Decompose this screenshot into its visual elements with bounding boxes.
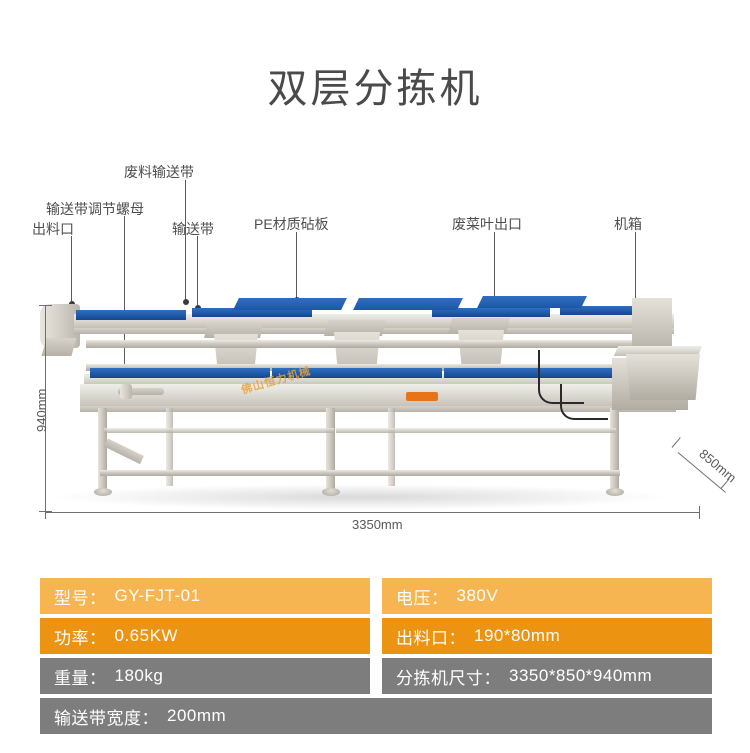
spec-row-4: 输送带宽度： 200mm	[40, 698, 712, 734]
lower-cross-brace	[100, 470, 620, 476]
pe-cutting-board-1	[233, 298, 347, 310]
lower-frame-apron-edge	[80, 406, 676, 412]
machine-leg-1	[98, 408, 107, 492]
dimension-line-length	[45, 512, 700, 513]
conveyor-belt-upper-4	[560, 306, 656, 315]
conveyor-belt-upper-2	[192, 308, 312, 317]
machine-leg-3	[610, 408, 619, 492]
spec-value-model: GY-FJT-01	[114, 586, 201, 605]
dimension-text-length: 3350mm	[352, 517, 403, 532]
spec-cell-voltage: 电压： 380V	[382, 578, 712, 614]
page-title: 双层分拣机	[267, 67, 483, 111]
dimension-text-height: 940mm	[34, 388, 49, 432]
callout-label-waste-conveyor: 废料输送带	[124, 164, 194, 180]
mid-rail-lower	[86, 364, 662, 371]
conveyor-belt-lower-1	[90, 368, 270, 378]
machine-leg-rear-2	[388, 408, 395, 486]
brand-tag	[406, 392, 438, 401]
conveyor-belt-lower-3	[444, 368, 644, 378]
ground-shadow	[50, 484, 670, 510]
belt-adjust-nut-body	[120, 384, 132, 399]
spec-cell-power: 功率： 0.65KW	[40, 618, 370, 654]
dimension-text-depth: 850mm	[696, 446, 740, 486]
conveyor-belt-lower-2	[272, 368, 442, 378]
dimension-tick-length-left	[45, 506, 46, 519]
callout-label-waste-leaf-outlet: 废菜叶出口	[452, 216, 522, 232]
spec-key-weight: 重量：	[54, 668, 107, 688]
dimension-line-height	[45, 305, 46, 512]
rear-cross-brace-1	[104, 428, 334, 433]
spec-value-power: 0.65KW	[114, 626, 178, 645]
rear-cross-brace-2	[336, 428, 616, 433]
adjustable-foot-1	[94, 488, 112, 496]
corner-gusset	[104, 438, 144, 465]
adjustable-foot-3	[606, 488, 624, 496]
callout-label-belt-adjust-nut: 输送带调节螺母	[46, 201, 144, 217]
spec-cell-discharge-port: 出料口： 190*80mm	[382, 618, 712, 654]
spec-table: 型号： GY-FJT-01 电压： 380V 功率： 0.65KW 出料口： 1…	[40, 578, 712, 738]
pe-cutting-board-2	[353, 298, 463, 310]
spec-key-machine-size: 分拣机尺寸：	[396, 668, 501, 688]
discharge-chute-under	[41, 338, 77, 356]
spec-value-belt-width: 200mm	[167, 706, 227, 725]
spec-row-3: 重量： 180kg 分拣机尺寸： 3350*850*940mm	[40, 658, 712, 694]
callout-label-control-cabinet: 机箱	[614, 216, 642, 232]
spec-value-machine-size: 3350*850*940mm	[509, 666, 653, 685]
spec-key-voltage: 电压：	[396, 588, 449, 608]
callout-label-pe-cutting-board: PE材质砧板	[254, 216, 329, 232]
belt-adjust-nut-rod	[118, 388, 164, 395]
collection-tray	[626, 354, 700, 400]
callout-label-conveyor-belt: 输送带	[172, 221, 214, 237]
adjustable-foot-2	[322, 488, 340, 496]
machine-illustration: 佛山恒力机械	[40, 288, 703, 510]
spec-cell-machine-size: 分拣机尺寸： 3350*850*940mm	[382, 658, 712, 694]
dimension-tick-length-right	[699, 506, 700, 519]
spec-row-2: 功率： 0.65KW 出料口： 190*80mm	[40, 618, 712, 654]
spec-cell-belt-width: 输送带宽度： 200mm	[40, 698, 712, 734]
spec-key-discharge-port: 出料口：	[396, 628, 466, 648]
spec-key-power: 功率：	[54, 628, 107, 648]
spec-value-discharge-port: 190*80mm	[474, 626, 561, 645]
machine-leg-2	[326, 408, 335, 492]
machine-leg-rear-1	[166, 408, 173, 486]
dimension-tick-height-top	[39, 305, 52, 306]
power-cable-2	[560, 384, 608, 420]
leader-line-waste-conveyor	[182, 180, 189, 305]
callout-label-discharge-port: 出料口	[32, 221, 74, 237]
mid-rail-upper	[86, 340, 662, 348]
spec-cell-model: 型号： GY-FJT-01	[40, 578, 370, 614]
spec-key-model: 型号：	[54, 588, 107, 608]
conveyor-belt-upper-1	[76, 310, 186, 320]
spec-key-belt-width: 输送带宽度：	[54, 708, 159, 728]
spec-value-voltage: 380V	[456, 586, 499, 605]
spec-row-1: 型号： GY-FJT-01 电压： 380V	[40, 578, 712, 614]
pe-cutting-board-3	[477, 296, 587, 308]
spec-cell-weight: 重量： 180kg	[40, 658, 370, 694]
conveyor-belt-upper-3	[432, 308, 550, 317]
spec-value-weight: 180kg	[114, 666, 164, 685]
